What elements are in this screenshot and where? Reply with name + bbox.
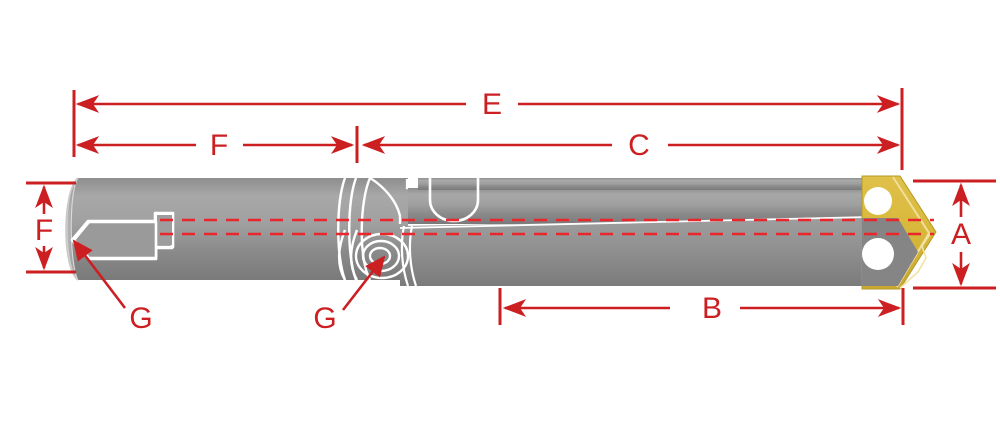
lower-shaft — [400, 218, 868, 286]
dimension-label-F-vertical: F — [35, 214, 53, 247]
body-top-step — [408, 178, 418, 188]
leader-line-G-left — [72, 239, 127, 309]
dimension-A: A — [913, 179, 996, 290]
dimension-C: C — [361, 129, 901, 162]
tool-body-group — [65, 175, 937, 290]
dimension-label-C: C — [628, 129, 650, 162]
dimension-label-B: B — [702, 292, 722, 325]
collar-ring-lower-2 — [349, 229, 359, 281]
insert-edge-line — [899, 233, 931, 289]
seat-pocket-outline — [369, 176, 402, 224]
dimension-F-vertical: F — [26, 181, 76, 274]
shaft-ring-2 — [408, 225, 418, 287]
coolant-hole-butt-fill — [157, 215, 172, 245]
flute-separation-line — [399, 216, 869, 229]
dimension-label-E: E — [482, 88, 502, 121]
leader-line-G-middle — [341, 255, 386, 311]
coolant-hole-butt-left-fill — [74, 223, 155, 257]
shank-butt-cap-edge — [65, 177, 79, 281]
carbide-insert-group — [861, 175, 937, 290]
dimension-label-A: A — [951, 218, 971, 251]
dimension-F-horizontal: F — [75, 126, 359, 163]
insert-hole-upper — [864, 187, 892, 215]
leader-G-middle: G — [313, 255, 386, 335]
leader-label-G-middle: G — [313, 302, 336, 335]
leader-G-left: G — [72, 239, 153, 335]
leader-label-G-left: G — [129, 302, 152, 335]
dimension-B: B — [498, 288, 905, 325]
dimension-label-F-horizontal: F — [210, 129, 228, 162]
insert-hole-lower — [862, 238, 894, 270]
dimension-E: E — [72, 88, 904, 170]
upper-shaft-top — [418, 178, 868, 190]
shaft-ring-1 — [400, 225, 410, 287]
